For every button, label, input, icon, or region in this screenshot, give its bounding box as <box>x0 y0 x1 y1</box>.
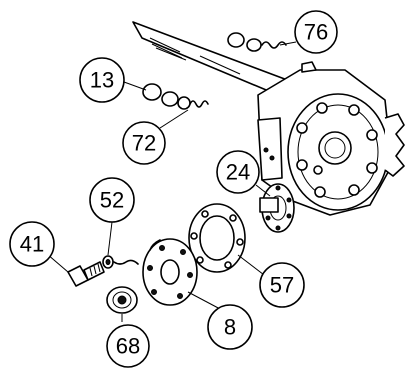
callout-52: 52 <box>89 177 135 223</box>
part-52-washer <box>102 255 114 269</box>
shaft <box>132 21 299 101</box>
assembly-centerline <box>113 259 139 265</box>
callout-label: 68 <box>116 334 140 359</box>
callout-label: 8 <box>224 315 236 340</box>
callout-label: 41 <box>20 232 44 257</box>
callout-68: 68 <box>106 324 150 368</box>
callout-8: 8 <box>207 304 253 350</box>
callout-label: 13 <box>90 68 114 93</box>
callout-label: 52 <box>100 188 124 213</box>
callout-57: 57 <box>259 262 305 308</box>
part-24-pinion-flange <box>259 183 295 233</box>
callout-72: 72 <box>122 121 166 165</box>
callout-76: 76 <box>294 10 338 54</box>
part-13-72-seal-spring <box>142 83 209 110</box>
callout-label: 72 <box>132 131 156 156</box>
part-68-seal <box>106 286 138 314</box>
callout-13: 13 <box>79 57 125 103</box>
part-57-gasket <box>188 203 246 273</box>
part-76-seal-spring <box>227 32 287 52</box>
callout-41: 41 <box>9 221 55 267</box>
callout-label: 76 <box>304 20 328 45</box>
callout-label: 57 <box>270 273 294 298</box>
callout-label: 24 <box>226 160 250 185</box>
part-8-flange-plate <box>142 238 198 306</box>
gearbox-housing <box>257 61 405 216</box>
callout-24: 24 <box>216 150 260 194</box>
part-41-bolt <box>67 261 105 287</box>
